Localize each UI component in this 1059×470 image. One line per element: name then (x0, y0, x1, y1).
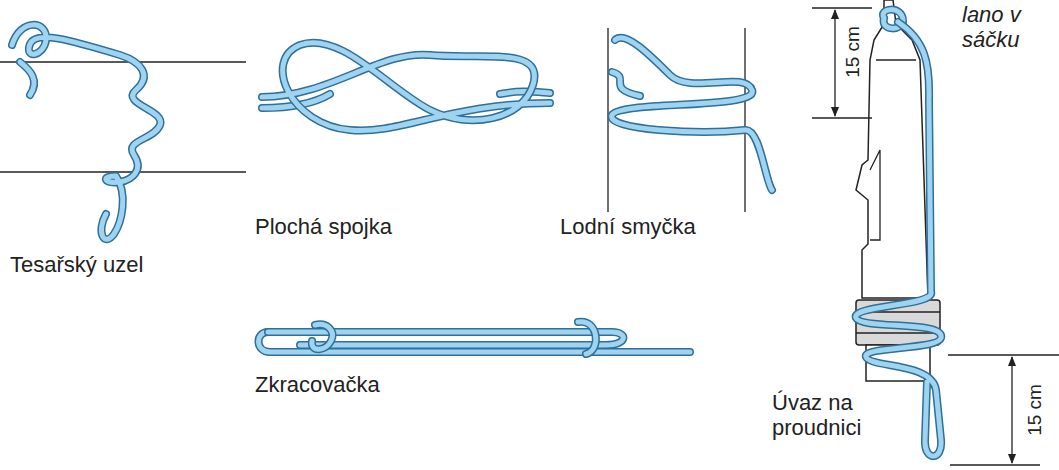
dimension: 15 cm (842, 26, 864, 78)
knot-name: Úvaz na proudnici (772, 390, 907, 441)
knot-name: Tesařský uzel (10, 252, 143, 277)
knot-name: Zkracovačka (255, 372, 380, 397)
knot-name: Lodní smyčka (560, 214, 696, 239)
dimension: 15 cm (1024, 384, 1046, 436)
knot-name: Plochá spojka (255, 214, 392, 239)
rope-note: lano v sáčku (962, 2, 1057, 53)
